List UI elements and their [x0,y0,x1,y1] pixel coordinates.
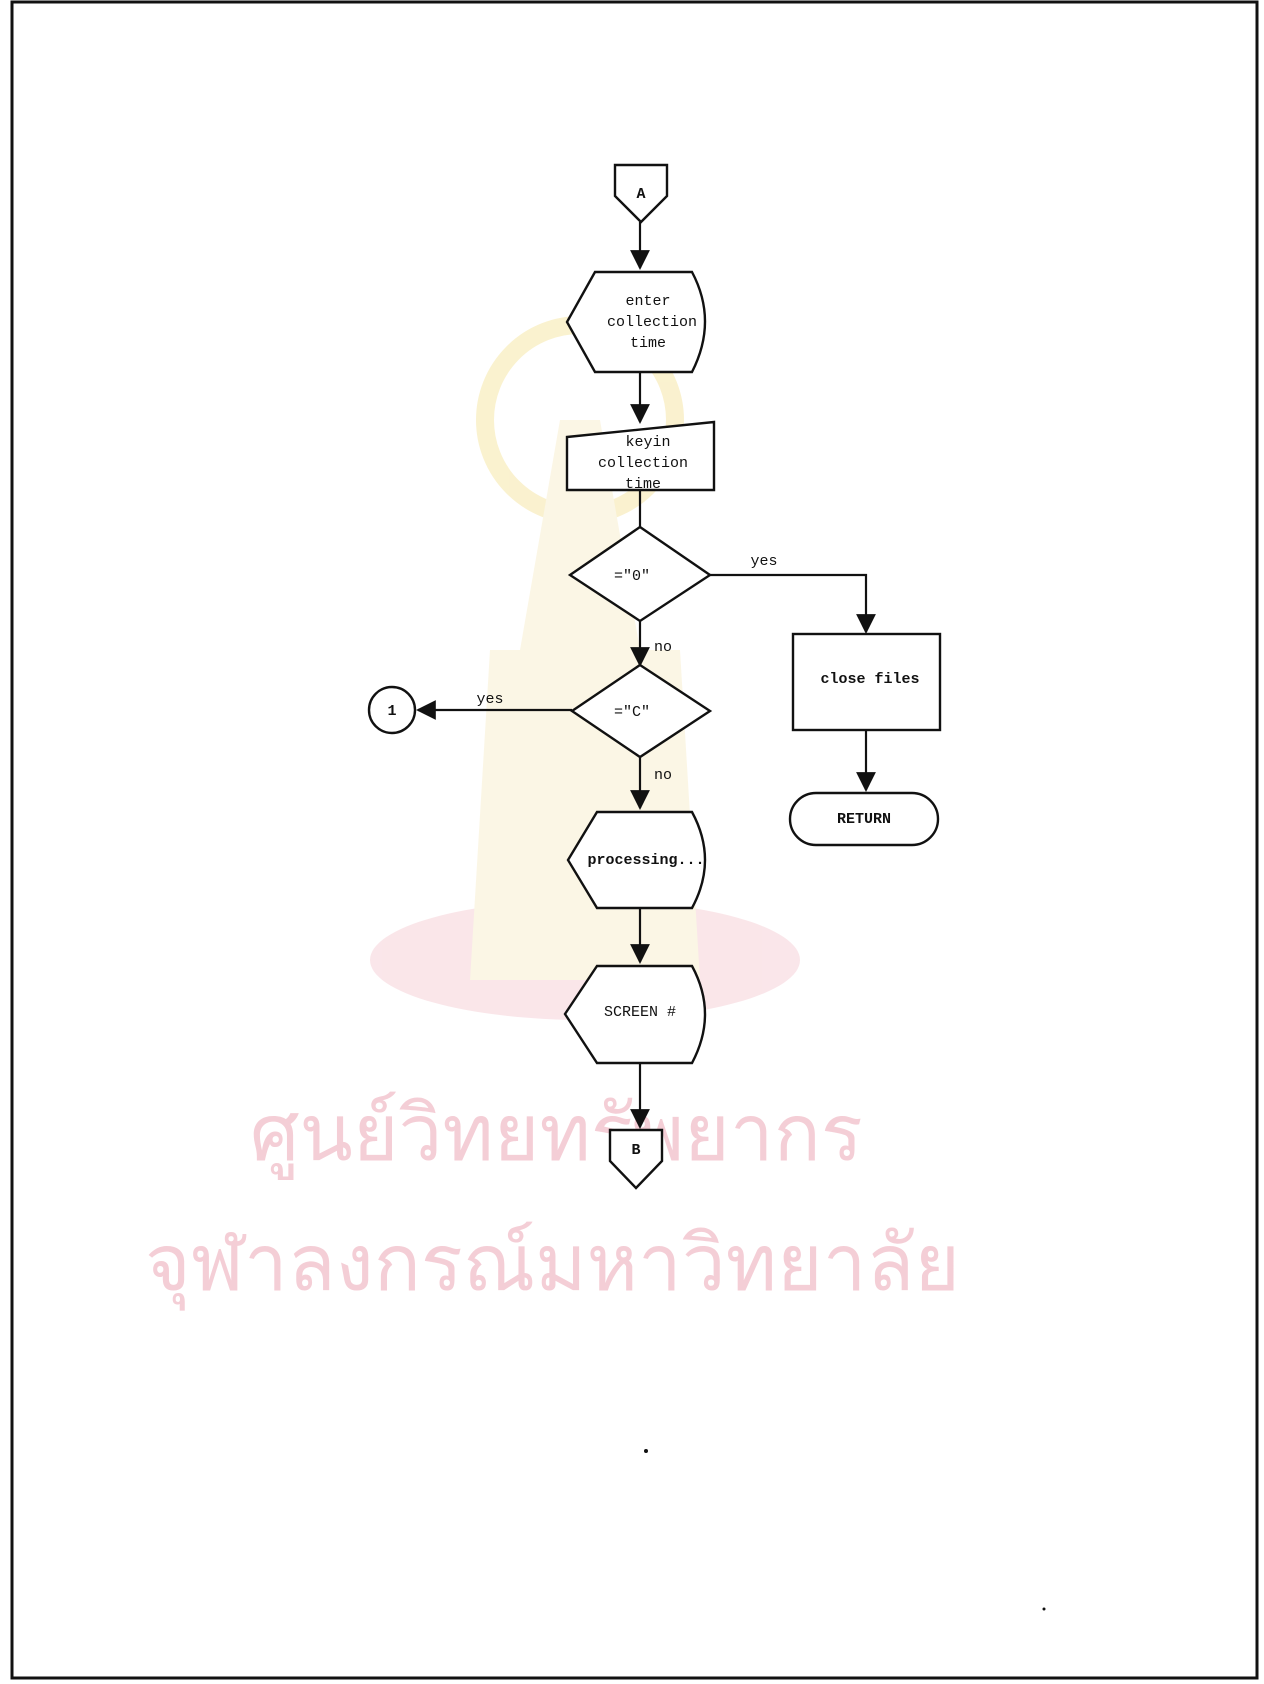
decision-equals-zero [567,525,713,623]
watermark-line-2: จุฬาลงกรณ์มหาวิทยาลัย [145,1219,960,1311]
processing-label: processing... [587,852,704,869]
connector-b-label: B [631,1142,640,1159]
display-screen [563,964,707,1065]
connector-a-label: A [636,186,645,203]
speck-dot [1042,1607,1046,1611]
decision-zero-label: ="0" [614,568,650,585]
zero-yes-label: yes [750,553,777,570]
c-yes-label: yes [476,691,503,708]
close-files-label: close files [820,671,919,688]
keyin-line-1: keyin [625,434,670,451]
input-keyin-collection-time [565,420,716,492]
connector-1-label: 1 [387,703,396,720]
display-processing [566,810,707,910]
offpage-connector-a [613,163,669,224]
c-no-label: no [654,767,672,784]
process-close-files [791,632,942,732]
connector-1 [367,685,417,735]
watermark-emblem [370,316,800,1020]
keyin-line-3: time [625,476,661,493]
offpage-connector-b [608,1128,664,1190]
enter-line-2: collection [607,314,697,331]
keyin-line-2: collection [598,455,688,472]
terminal-return [788,791,940,847]
display-enter-collection-time [565,270,707,374]
return-label: RETURN [837,811,891,828]
enter-line-3: time [630,335,666,352]
page-border [10,0,1259,1680]
speck-dot [644,1449,648,1453]
screen-label: SCREEN # [604,1004,676,1021]
zero-no-label: no [654,639,672,656]
decision-equals-c [569,663,713,759]
edge-zero-yes [710,573,876,634]
decision-c-label: ="C" [614,704,650,721]
enter-line-1: enter [625,293,670,310]
watermark-line-1: ศูนย์วิทยทรัพยากร [250,1089,863,1180]
